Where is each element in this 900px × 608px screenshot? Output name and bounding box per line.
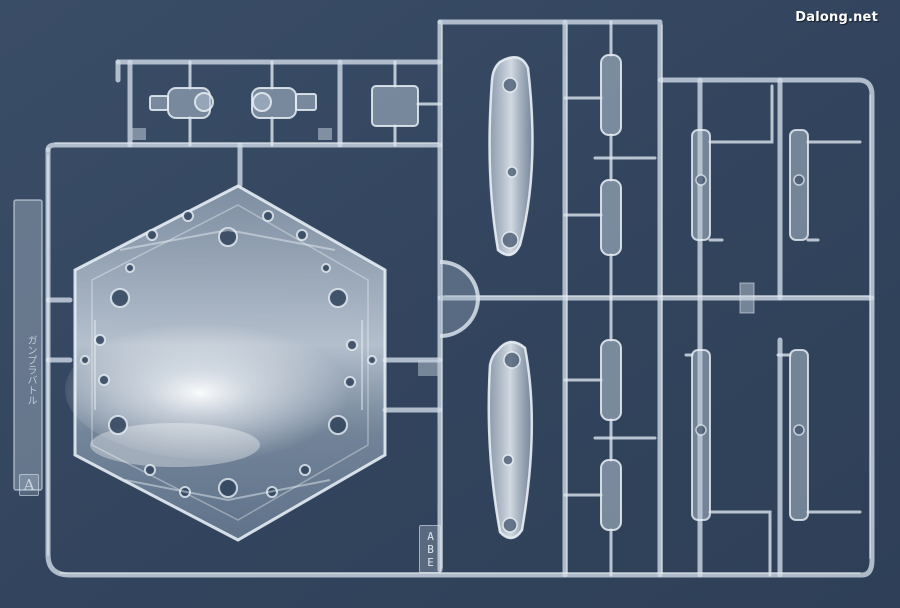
watermark: Dalong.net	[795, 10, 878, 25]
runner-side-label: ガンプラバトル	[25, 335, 36, 405]
runner-letter-tag: A	[19, 474, 39, 496]
part-code-tag: ABE	[419, 525, 441, 573]
